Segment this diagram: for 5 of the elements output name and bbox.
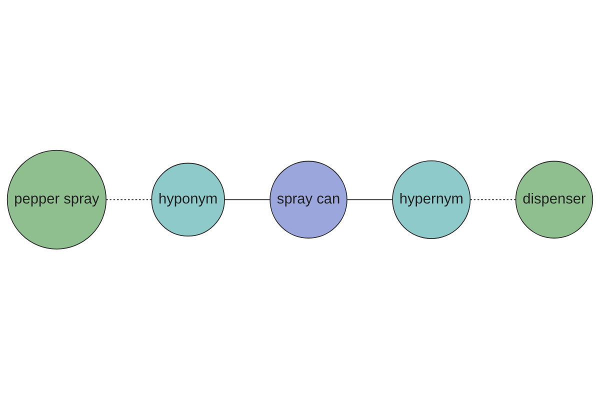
node-circle: spray can <box>270 161 348 239</box>
node-circle: hyponym <box>151 163 225 237</box>
node-circle: pepper spray <box>6 150 107 250</box>
node-circle: hypernym <box>392 160 471 240</box>
node-circle: dispenser <box>515 161 594 239</box>
